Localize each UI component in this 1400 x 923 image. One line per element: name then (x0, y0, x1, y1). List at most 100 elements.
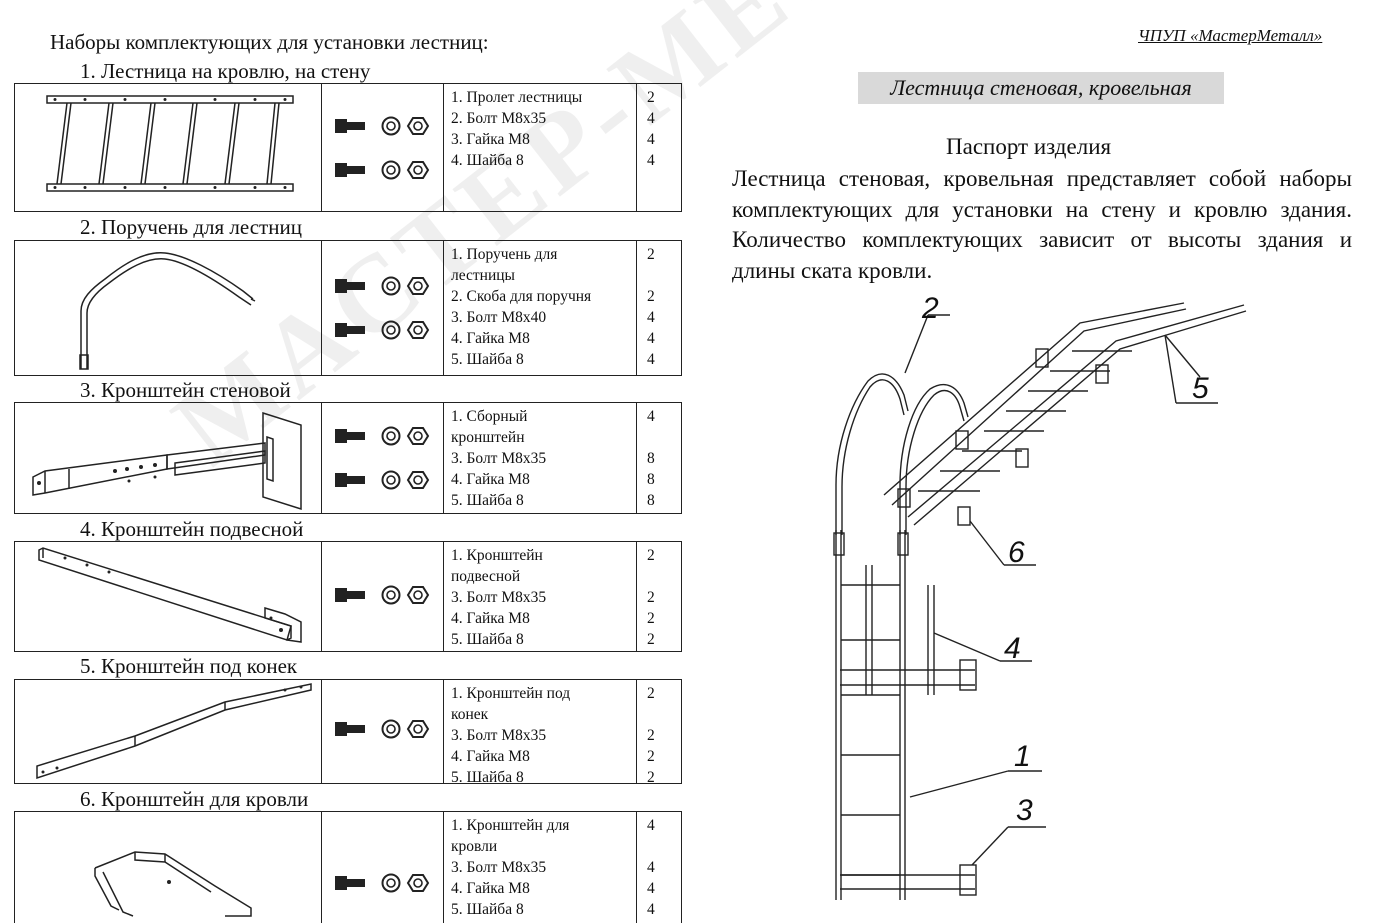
item-qty (647, 836, 683, 857)
kit-title-wall-bracket: 3. Кронштейн стеновой (80, 378, 291, 402)
item-name: 4. Шайба 8 (451, 152, 524, 169)
item-name: 1. Сборный (451, 408, 528, 425)
hardware-cell (321, 241, 444, 375)
kit-title-ridge-bracket: 5. Кронштейн под конек (80, 654, 298, 678)
callout-label: 2 (922, 292, 939, 325)
hardware-cell (321, 542, 444, 651)
item-name: 4. Гайка М8 (451, 610, 530, 627)
item-qty: 4 (647, 309, 655, 326)
wall-bracket-drawing-icon (32, 411, 302, 511)
item-name: кровли (451, 838, 498, 855)
ladder-assembly-drawing-icon (833, 302, 1247, 900)
hardware-cell (321, 812, 444, 923)
drawing-cell (15, 403, 322, 513)
item-qty: 8 (647, 471, 655, 488)
hardware-cell (321, 84, 444, 211)
item-name: 3. Болт М8х35 (451, 589, 547, 606)
hardware-cell (321, 403, 444, 513)
kit-title-roof-bracket: 6. Кронштейн для кровли (80, 787, 309, 811)
drawing-cell (15, 241, 322, 375)
handrail-drawing-icon (79, 252, 256, 370)
item-qty: 4 (647, 817, 655, 834)
item-name: 5. Шайба 8 (451, 769, 524, 786)
item-qty: 4 (647, 330, 655, 347)
drawing-cell (15, 542, 322, 651)
item-qty: 2 (647, 748, 655, 765)
item-qty (647, 566, 683, 587)
item-name: 3. Болт М8х40 (451, 309, 547, 326)
company-name: ЧПУП «МастерМеталл» (1138, 26, 1323, 45)
bolt-washer-nut-icon (334, 585, 429, 605)
item-quantities: 2 2 4 4 4 (637, 241, 683, 375)
item-quantities: 4 4 4 4 (637, 812, 683, 923)
item-name: 4. Гайка М8 (451, 330, 530, 347)
kit-table-handrail: 1. Поручень для лестницы 2. Скоба для по… (14, 240, 682, 376)
item-qty: 2 (647, 89, 655, 106)
item-name: 1. Поручень для (451, 246, 558, 263)
item-names: 1. Пролет лестницы 2. Болт М8х35 3. Гайк… (443, 84, 637, 211)
item-names: 1. Кронштейн под конек 3. Болт М8х35 4. … (443, 680, 637, 786)
drawing-cell (15, 680, 322, 783)
hanging-bracket-drawing-icon (38, 547, 302, 643)
item-qty: 4 (647, 131, 655, 148)
item-qty: 2 (647, 769, 655, 786)
callout-label: 5 (1192, 372, 1209, 405)
item-qty: 2 (647, 727, 655, 744)
item-qty: 4 (647, 351, 655, 368)
item-name: 1. Кронштейн (451, 547, 543, 564)
item-names: 1. Сборный кронштейн 3. Болт М8х35 4. Га… (443, 403, 637, 513)
item-quantities: 2 2 2 2 (637, 680, 683, 786)
item-qty: 2 (647, 246, 655, 263)
item-qty: 4 (647, 880, 655, 897)
item-name: 2. Скоба для поручня (451, 288, 592, 305)
item-qty: 4 (647, 859, 655, 876)
item-qty: 4 (647, 408, 655, 425)
roof-bracket-drawing-icon (94, 851, 252, 917)
item-qty: 8 (647, 492, 655, 509)
callout-label: 6 (1008, 536, 1025, 569)
hardware-cell (321, 680, 444, 783)
item-name: конек (451, 706, 489, 723)
kit-title-ladder: 1. Лестница на кровлю, на стену (80, 59, 371, 83)
item-name: 2. Болт М8х35 (451, 110, 547, 127)
bolt-washer-nut-icon (334, 719, 429, 739)
item-name: подвесной (451, 568, 521, 585)
bolt-washer-nut-icon (334, 276, 429, 296)
bolt-washer-nut-icon (334, 470, 429, 490)
bolt-washer-nut-icon (334, 160, 429, 180)
item-name: 5. Шайба 8 (451, 901, 524, 918)
item-qty: 4 (647, 901, 655, 918)
item-quantities: 2 2 2 2 (637, 542, 683, 651)
page-title: Наборы комплектующих для установки лестн… (50, 30, 489, 54)
kit-title-handrail: 2. Поручень для лестниц (80, 215, 302, 239)
bolt-washer-nut-icon (334, 873, 429, 893)
callout-label: 1 (1014, 740, 1031, 773)
item-qty: 2 (647, 610, 655, 627)
drawing-cell (15, 812, 322, 923)
kit-table-ridge-bracket: 1. Кронштейн под конек 3. Болт М8х35 4. … (14, 679, 683, 786)
item-name: 5. Шайба 8 (451, 492, 524, 509)
kit-table-ladder: 1. Пролет лестницы 2. Болт М8х35 3. Гайк… (14, 83, 682, 212)
callout-label: 4 (1004, 632, 1021, 665)
item-qty: 4 (647, 110, 655, 127)
item-name: 1. Кронштейн под (451, 685, 571, 702)
item-name: 4. Гайка М8 (451, 748, 530, 765)
item-qty: 2 (647, 547, 655, 564)
item-name: 3. Болт М8х35 (451, 727, 547, 744)
bolt-washer-nut-icon (334, 426, 429, 446)
item-name: 3. Болт М8х35 (451, 450, 547, 467)
item-name: 1. Кронштейн для (451, 817, 570, 834)
passport-title: Паспорт изделия (946, 134, 1112, 159)
kit-table-hanging-bracket: 1. Кронштейн подвесной 3. Болт М8х35 4. … (14, 541, 682, 652)
kit-table-wall-bracket: 1. Сборный кронштейн 3. Болт М8х35 4. Га… (14, 402, 682, 514)
item-name: 5. Шайба 8 (451, 631, 524, 648)
ridge-bracket-drawing-icon (36, 683, 312, 780)
item-name: 1. Пролет лестницы (451, 89, 583, 106)
product-title: Лестница стеновая, кровельная (858, 72, 1224, 104)
kit-table-roof-bracket: 1. Кронштейн для кровли 3. Болт М8х35 4.… (14, 811, 682, 923)
item-name: 4. Гайка М8 (451, 880, 530, 897)
item-quantities: 2 4 4 4 (637, 84, 683, 211)
bolt-washer-nut-icon (334, 320, 429, 340)
item-qty (647, 704, 683, 725)
item-names: 1. Кронштейн для кровли 3. Болт М8х35 4.… (443, 812, 637, 923)
